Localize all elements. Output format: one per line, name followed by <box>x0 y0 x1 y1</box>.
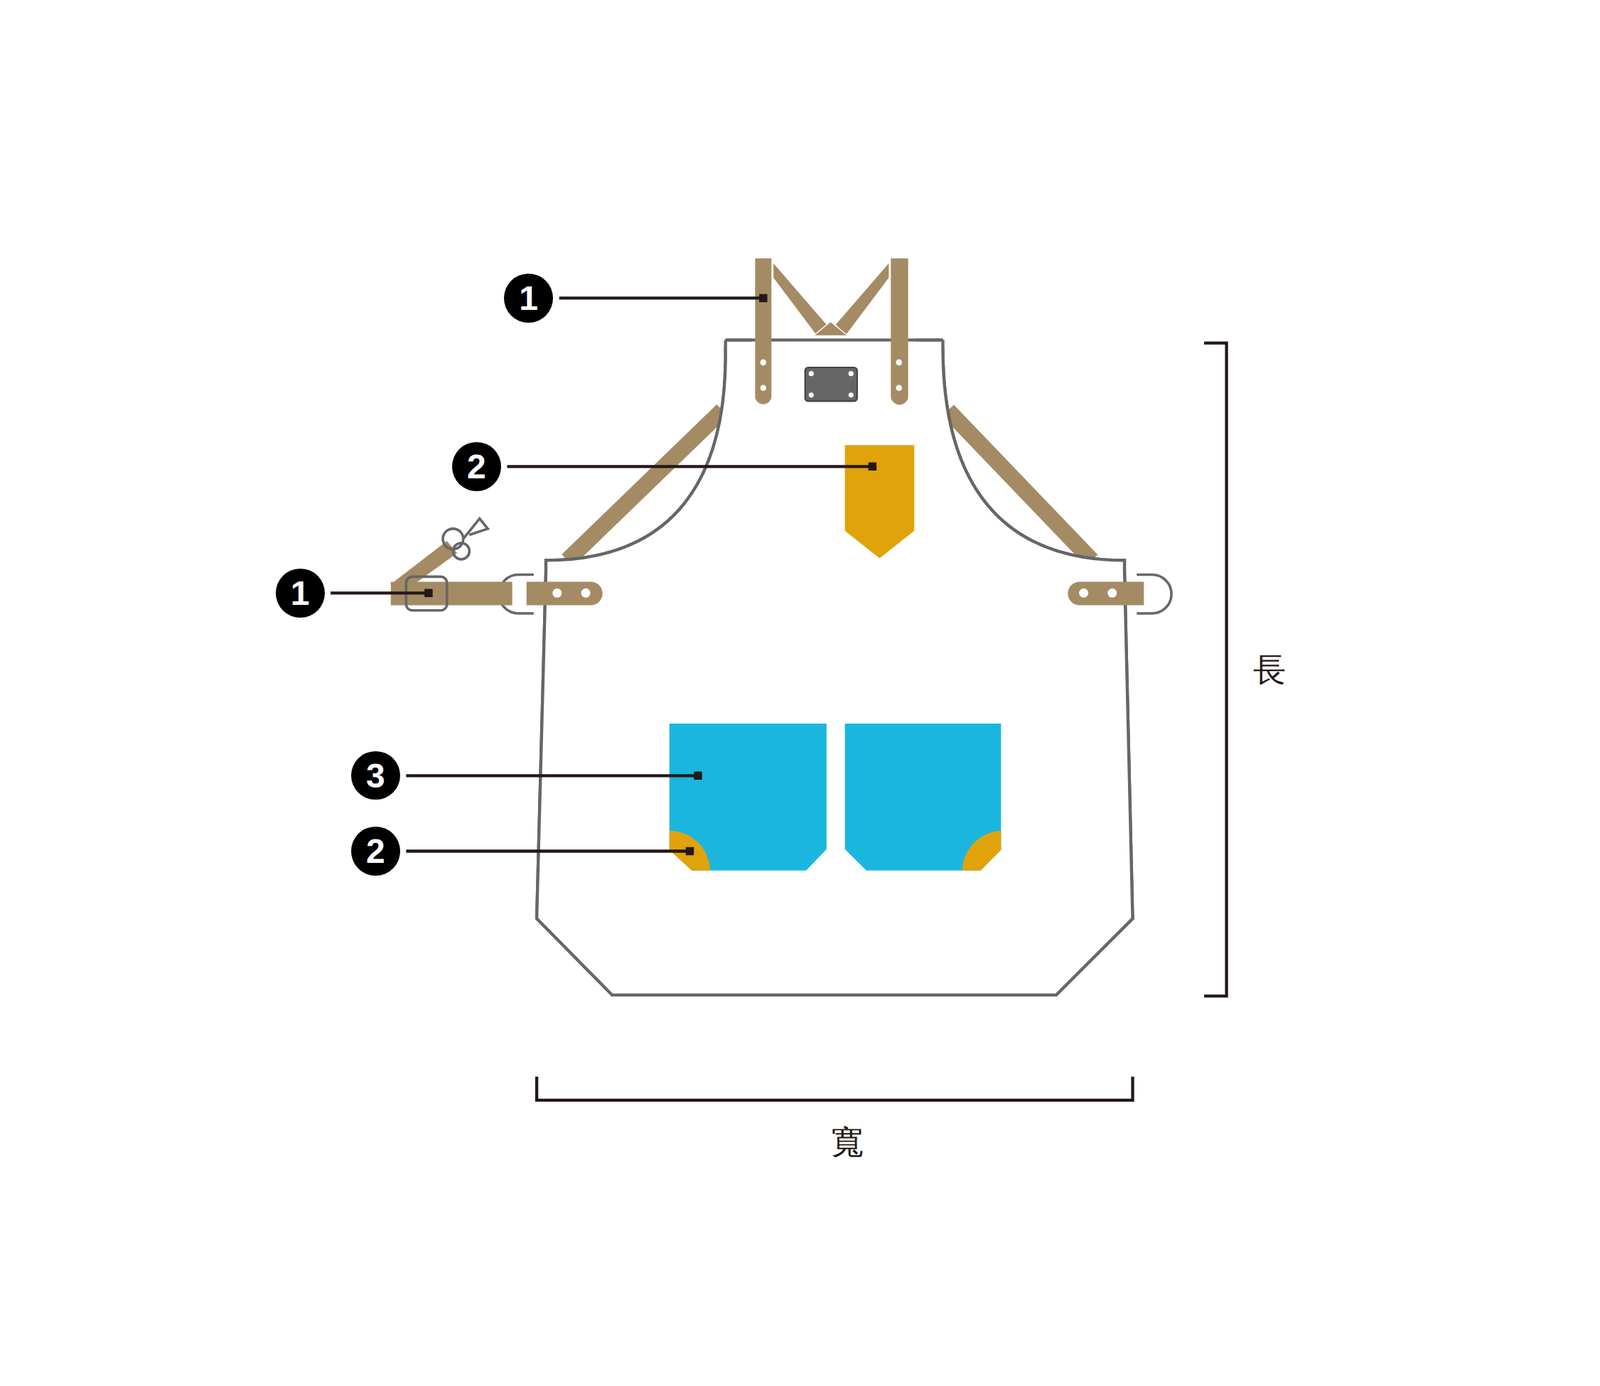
callout-number: 2 <box>452 442 502 492</box>
callout-number: 2 <box>351 826 401 876</box>
neck-straps <box>754 258 908 405</box>
callout-number: 3 <box>351 751 401 801</box>
dimension-label: 寬 <box>830 1120 864 1165</box>
dimension-label: 長 <box>1253 648 1286 693</box>
callout-number: 1 <box>275 568 325 618</box>
front-pockets <box>669 723 1002 871</box>
metal-plate <box>805 367 858 401</box>
right-side-strap <box>1067 574 1172 614</box>
apron-outline <box>536 339 1133 996</box>
apron-body <box>536 339 1133 996</box>
chest-pocket <box>845 444 915 558</box>
callout-number: 1 <box>503 273 553 323</box>
left-side-strap <box>390 518 603 615</box>
dimension-brackets <box>536 343 1227 1101</box>
apron-fill <box>536 346 1133 996</box>
leader-lines <box>330 294 877 856</box>
